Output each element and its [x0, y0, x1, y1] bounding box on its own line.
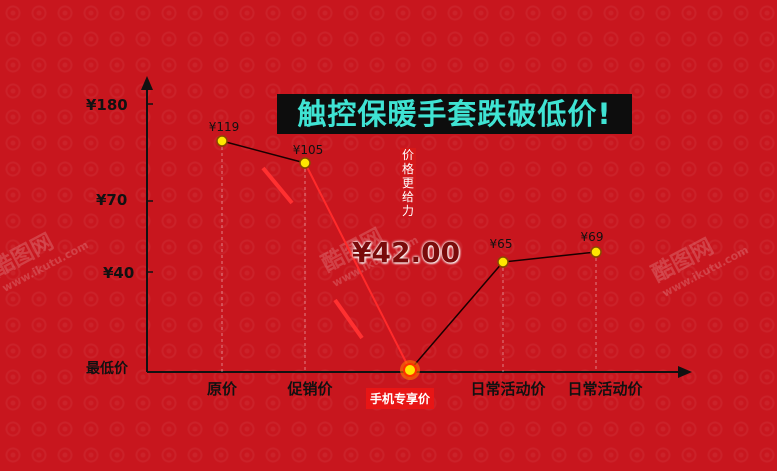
x-tick-label: 日常活动价 — [567, 380, 643, 398]
value-label: ¥65 — [489, 237, 513, 251]
y-tick-label: ¥40 — [103, 264, 135, 282]
down-arrow-streak — [333, 298, 364, 340]
chart-title: 触控保暖手套跌破低价! — [277, 94, 632, 134]
vertical-slogan: 价格更给力 — [400, 148, 416, 218]
data-point — [497, 256, 509, 268]
data-point — [590, 246, 602, 258]
y-axis-arrow — [141, 76, 153, 90]
series-segment — [502, 251, 597, 263]
x-tick-label: 促销价 — [287, 380, 333, 398]
series-segment — [409, 261, 504, 371]
y-tick-label: ¥180 — [86, 96, 128, 114]
series-segment-drop — [304, 162, 411, 371]
mobile-price-badge: 手机专享价 — [366, 388, 435, 409]
x-tick-label: 原价 — [206, 380, 238, 398]
y-tick-label: 最低价 — [86, 361, 128, 377]
series-segment — [221, 140, 306, 164]
x-tick-label: 日常活动价 — [470, 380, 546, 398]
x-axis-arrow — [678, 366, 692, 378]
data-point — [299, 157, 311, 169]
data-point — [403, 363, 417, 377]
highlight-price: ¥42.00 — [352, 236, 461, 269]
value-label: ¥105 — [292, 143, 324, 157]
data-point — [216, 135, 228, 147]
value-label: ¥119 — [208, 120, 240, 134]
y-tick-label: ¥70 — [96, 191, 128, 209]
down-arrow-streak — [261, 166, 294, 205]
value-label: ¥69 — [580, 230, 604, 244]
